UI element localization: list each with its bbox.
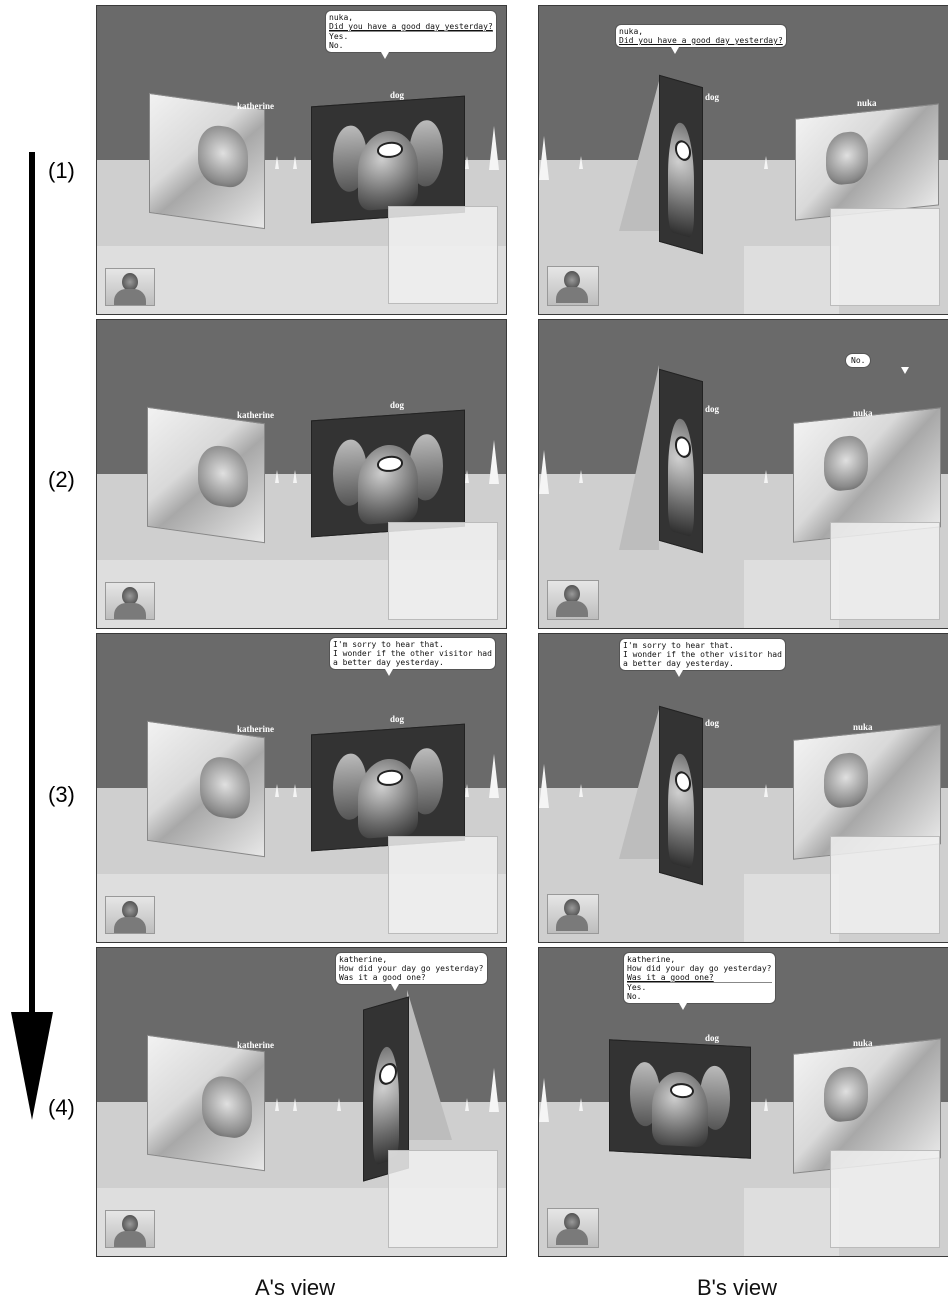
step-label-2: (2): [48, 467, 75, 492]
info-pane: [830, 1150, 940, 1248]
info-pane: [830, 522, 940, 620]
katherine-video-panel[interactable]: [147, 720, 265, 858]
a-view-step-1: katherine dog nuka, Did you have a good …: [96, 5, 507, 315]
dog-agent-panel[interactable]: [659, 705, 703, 886]
info-pane: [388, 522, 498, 620]
user-thumbnail-icon: [547, 266, 599, 306]
user-thumbnail-icon: [105, 896, 155, 934]
a-view-step-4: katherine katherine, How did your day go…: [96, 947, 507, 1257]
option-yes[interactable]: Yes.: [627, 982, 772, 992]
speech-bubble-b3: I'm sorry to hear that. I wonder if the …: [619, 638, 786, 677]
name-tag-katherine: katherine: [237, 1040, 274, 1050]
name-tag-nuka: nuka: [853, 722, 873, 732]
name-tag-nuka: nuka: [857, 98, 877, 108]
speech-bubble-a4: katherine, How did your day go yesterday…: [335, 952, 488, 991]
katherine-video-panel[interactable]: [149, 92, 265, 230]
a-view-step-3: katherine dog I'm sorry to hear that. I …: [96, 633, 507, 943]
timeline-arrowhead-icon: [11, 1012, 53, 1120]
name-tag-dog: dog: [705, 92, 720, 102]
info-pane: [388, 1150, 498, 1248]
user-thumbnail-icon: [547, 894, 599, 934]
step-label-1: (1): [48, 158, 75, 183]
column-label-a: A's view: [255, 1275, 335, 1300]
speech-bubble-b4: katherine, How did your day go yesterday…: [623, 952, 776, 1010]
name-tag-katherine: katherine: [237, 410, 274, 420]
dog-agent-panel[interactable]: [311, 409, 465, 538]
speech-bubble-b2: No.: [845, 353, 911, 374]
column-label-b: B's view: [697, 1275, 777, 1300]
speech-bubble-b1: nuka, Did you have a good day yesterday?: [615, 24, 787, 54]
user-thumbnail-icon: [547, 580, 599, 620]
nuka-video-panel[interactable]: [795, 103, 939, 221]
name-tag-dog: dog: [390, 400, 405, 410]
name-tag-dog: dog: [705, 718, 720, 728]
name-tag-katherine: katherine: [237, 724, 274, 734]
dog-agent-panel[interactable]: [311, 95, 465, 224]
user-thumbnail-icon: [105, 1210, 155, 1248]
option-no[interactable]: No.: [329, 41, 344, 50]
speech-bubble-a1: nuka, Did you have a good day yesterday?…: [325, 10, 497, 59]
name-tag-katherine: katherine: [237, 101, 274, 111]
name-tag-dog: dog: [390, 714, 405, 724]
info-pane: [388, 206, 498, 304]
dog-agent-panel[interactable]: [311, 723, 465, 852]
info-pane: [388, 836, 498, 934]
b-view-step-4: dog nuka katherine, How did your day go …: [538, 947, 948, 1257]
name-tag-dog: dog: [390, 90, 405, 100]
b-view-step-2: dog nuka No.: [538, 319, 948, 629]
step-label-3: (3): [48, 782, 75, 807]
name-tag-nuka: nuka: [853, 1038, 873, 1048]
timeline-shaft: [29, 152, 35, 1017]
info-pane: [830, 836, 940, 934]
option-yes[interactable]: Yes.: [329, 31, 493, 41]
speech-bubble-a3: I'm sorry to hear that. I wonder if the …: [329, 637, 496, 676]
katherine-video-panel[interactable]: [147, 406, 265, 544]
info-pane: [830, 208, 940, 306]
timeline-arrow: [11, 152, 53, 1122]
name-tag-nuka: nuka: [853, 408, 873, 418]
a-view-step-2: katherine dog: [96, 319, 507, 629]
dog-agent-panel[interactable]: [659, 74, 703, 255]
step-label-4: (4): [48, 1095, 75, 1120]
user-thumbnail-icon: [105, 268, 155, 306]
name-tag-dog: dog: [705, 1033, 720, 1043]
option-no[interactable]: No.: [627, 992, 642, 1001]
user-thumbnail-icon: [105, 582, 155, 620]
dog-agent-panel[interactable]: [659, 368, 703, 554]
dog-agent-panel[interactable]: [609, 1039, 751, 1159]
katherine-video-panel[interactable]: [147, 1034, 265, 1172]
b-view-step-1: dog nuka nuka, Did you have a good day y…: [538, 5, 948, 315]
b-view-step-3: dog nuka I'm sorry to hear that. I wonde…: [538, 633, 948, 943]
user-thumbnail-icon: [547, 1208, 599, 1248]
name-tag-dog: dog: [705, 404, 720, 414]
